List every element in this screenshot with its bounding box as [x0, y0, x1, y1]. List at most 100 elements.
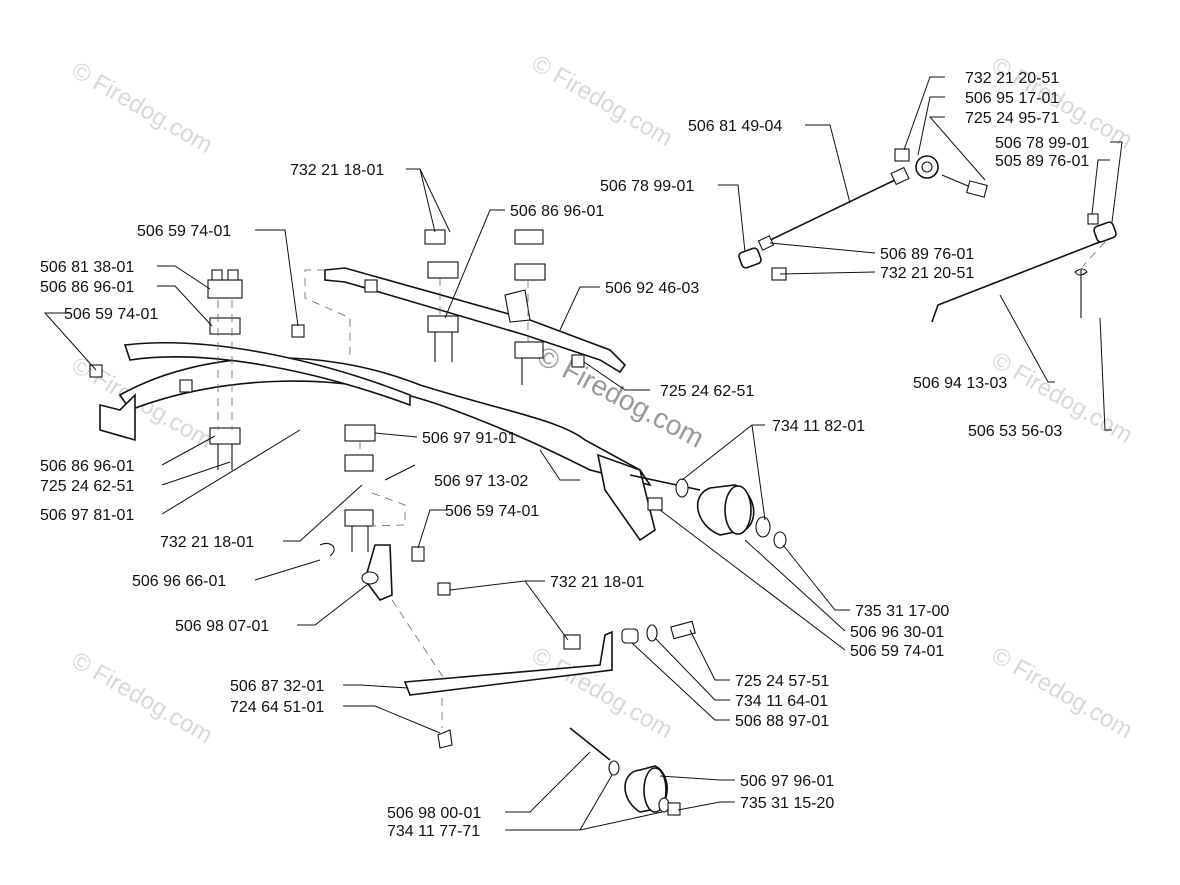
watermark-layer: © Firedog.com © Firedog.com © Firedog.co…	[67, 50, 1137, 749]
part-label[interactable]: 506 96 66-01	[132, 573, 226, 590]
left-clamps	[89, 269, 243, 470]
main-frame	[99, 342, 656, 542]
lever-arm	[403, 620, 696, 749]
nut-506-59-74-01-center	[291, 324, 305, 338]
leader-l35	[343, 684, 409, 689]
part-label[interactable]: 506 59 74-01	[850, 643, 944, 660]
nut-506-59-74-01-left	[89, 364, 103, 378]
leader-l15	[157, 265, 211, 290]
watermark-top-left: © Firedog.com	[67, 57, 217, 159]
guide-upper-left	[304, 269, 351, 355]
part-label[interactable]: 725 24 57-51	[735, 673, 829, 690]
clamp-center-top	[427, 261, 459, 279]
leader-l20b	[751, 424, 766, 521]
part-label[interactable]: 725 24 62-51	[660, 383, 754, 400]
part-label[interactable]: 506 94 13-03	[913, 375, 1007, 392]
part-label[interactable]: 506 97 91-01	[422, 430, 516, 447]
leader-l10	[999, 294, 1055, 383]
tube-506-97-81-01	[123, 342, 411, 407]
leader-l09	[779, 271, 876, 275]
part-label[interactable]: 732 21 20-51	[880, 265, 974, 282]
leader-l08	[769, 242, 876, 254]
leader-l23	[161, 435, 216, 466]
guide-spring	[1082, 241, 1106, 267]
nut-frame-left	[179, 379, 193, 393]
guide-lower-center-b	[371, 492, 406, 527]
upper-bar-bracket	[504, 289, 531, 323]
nut-732-21-18-01-bracket	[437, 582, 451, 596]
part-label[interactable]: 732 21 20-51	[965, 70, 1059, 87]
part-label[interactable]: 732 21 18-01	[550, 574, 644, 591]
clamp-plate-506-81-38-01	[207, 279, 243, 299]
nut-left-1	[211, 269, 223, 281]
leader-l39	[659, 775, 735, 781]
part-label[interactable]: 506 98 00-01	[387, 805, 481, 822]
clamp-lower-center-2	[344, 509, 374, 527]
part-label[interactable]: 506 86 96-01	[40, 279, 134, 296]
leader-l03	[928, 116, 986, 181]
part-label[interactable]: 506 98 07-01	[175, 618, 269, 635]
part-label[interactable]: 734 11 77-71	[387, 823, 480, 840]
leader-l28	[254, 559, 321, 581]
part-label[interactable]: 506 81 49-04	[688, 118, 782, 135]
washer-734-11-82-01	[675, 478, 689, 498]
part-label[interactable]: 506 97 96-01	[740, 773, 834, 790]
part-label[interactable]: 506 88 97-01	[735, 713, 829, 730]
upper-control-rod	[738, 148, 988, 281]
clamp-right-bottom	[514, 341, 544, 359]
nut-pair-center	[424, 229, 446, 245]
leader-l17	[43, 312, 97, 371]
leader-l12b	[419, 168, 451, 233]
guide-bracket-arm	[391, 599, 446, 681]
alignment-guides	[217, 241, 1106, 728]
part-label[interactable]: 506 59 74-01	[137, 223, 231, 240]
nut-pair-right	[514, 229, 544, 245]
ball-joint-right	[1093, 221, 1117, 243]
part-label[interactable]: 732 21 18-01	[160, 534, 254, 551]
part-label[interactable]: 506 59 74-01	[64, 306, 158, 323]
part-label[interactable]: 506 78 99-01	[995, 135, 1089, 152]
leader-l12a	[406, 168, 436, 233]
part-label[interactable]: 506 95 17-01	[965, 90, 1059, 107]
part-label[interactable]: 506 89 76-01	[880, 246, 974, 263]
part-label[interactable]: 506 97 81-01	[40, 507, 134, 524]
leader-l26	[417, 509, 447, 549]
part-label[interactable]: 732 21 18-01	[290, 162, 384, 179]
part-label[interactable]: 505 89 76-01	[995, 153, 1089, 170]
part-label[interactable]: 506 81 38-01	[40, 259, 134, 276]
leader-l36	[654, 637, 730, 701]
clamp-lower-center	[344, 454, 374, 472]
part-label[interactable]: 506 78 99-01	[600, 178, 694, 195]
lock-nut	[890, 166, 910, 186]
part-label[interactable]: 734 11 82-01	[772, 418, 865, 435]
clamp-506-86-96-01-top	[209, 317, 241, 335]
part-label[interactable]: 725 24 62-51	[40, 478, 134, 495]
leader-l42b	[579, 811, 663, 831]
leader-l13	[444, 209, 505, 319]
part-label[interactable]: 506 92 46-03	[605, 280, 699, 297]
leader-l06	[1091, 159, 1110, 215]
leader-l33	[659, 509, 846, 651]
part-label[interactable]: 506 53 56-03	[968, 423, 1062, 440]
leader-l27	[283, 484, 363, 542]
part-label[interactable]: 506 87 32-01	[230, 678, 324, 695]
part-label[interactable]: 735 31 17-00	[855, 603, 949, 620]
part-label[interactable]: 725 24 95-71	[965, 110, 1059, 127]
bushing-506-88-97-01	[621, 628, 639, 644]
part-label[interactable]: 506 96 30-01	[850, 624, 944, 641]
leader-l40	[677, 801, 735, 811]
part-label[interactable]: 506 59 74-01	[445, 503, 539, 520]
leader-l01	[903, 76, 945, 151]
bracket-bushing	[361, 571, 379, 585]
part-label[interactable]: 506 86 96-01	[40, 458, 134, 475]
roller-face	[724, 485, 752, 535]
leader-l14	[255, 229, 299, 327]
part-label[interactable]: 506 97 13-02	[434, 473, 528, 490]
nut-725-24-62-51	[571, 354, 585, 368]
part-label[interactable]: 734 11 64-01	[735, 693, 828, 710]
part-label[interactable]: 735 31 15-20	[740, 795, 834, 812]
tube-end	[384, 464, 416, 481]
part-label[interactable]: 506 86 96-01	[510, 203, 604, 220]
leader-l24	[161, 461, 231, 486]
part-label[interactable]: 724 64 51-01	[230, 699, 324, 716]
